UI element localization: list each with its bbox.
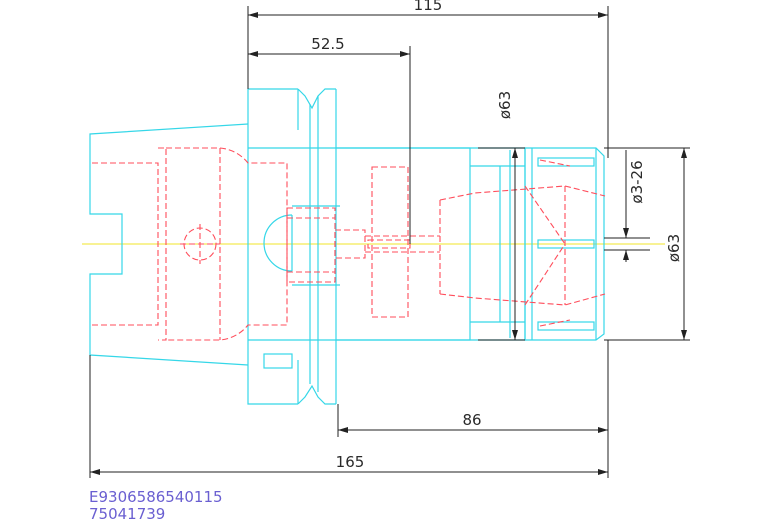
hidden-lines xyxy=(92,147,606,341)
v-groove-bottom xyxy=(297,384,336,405)
v-groove-top xyxy=(297,88,336,110)
adjusting-screw-hidden xyxy=(371,166,409,318)
dim-text-nut-dia: ø63 xyxy=(496,91,514,119)
part-code-line2: 75041739 xyxy=(89,505,165,523)
dim-text-115: 115 xyxy=(414,0,443,14)
taper-shank-outline xyxy=(89,123,249,366)
dim-text-165: 165 xyxy=(336,453,365,471)
dim-text-clamp-range: ø3-26 xyxy=(628,160,646,203)
drive-key-bottom xyxy=(263,353,293,369)
part-code-line1: E9306586540115 xyxy=(89,488,223,506)
arc-shoulder xyxy=(263,214,293,272)
body-outline xyxy=(335,147,471,341)
dim-text-body-dia: ø63 xyxy=(665,234,683,262)
dim-text-52-5: 52.5 xyxy=(311,35,344,53)
tool-holder-outline xyxy=(89,88,605,405)
dimension-lines xyxy=(89,6,690,478)
dim-text-86: 86 xyxy=(462,411,481,429)
flange-outline xyxy=(247,89,298,405)
